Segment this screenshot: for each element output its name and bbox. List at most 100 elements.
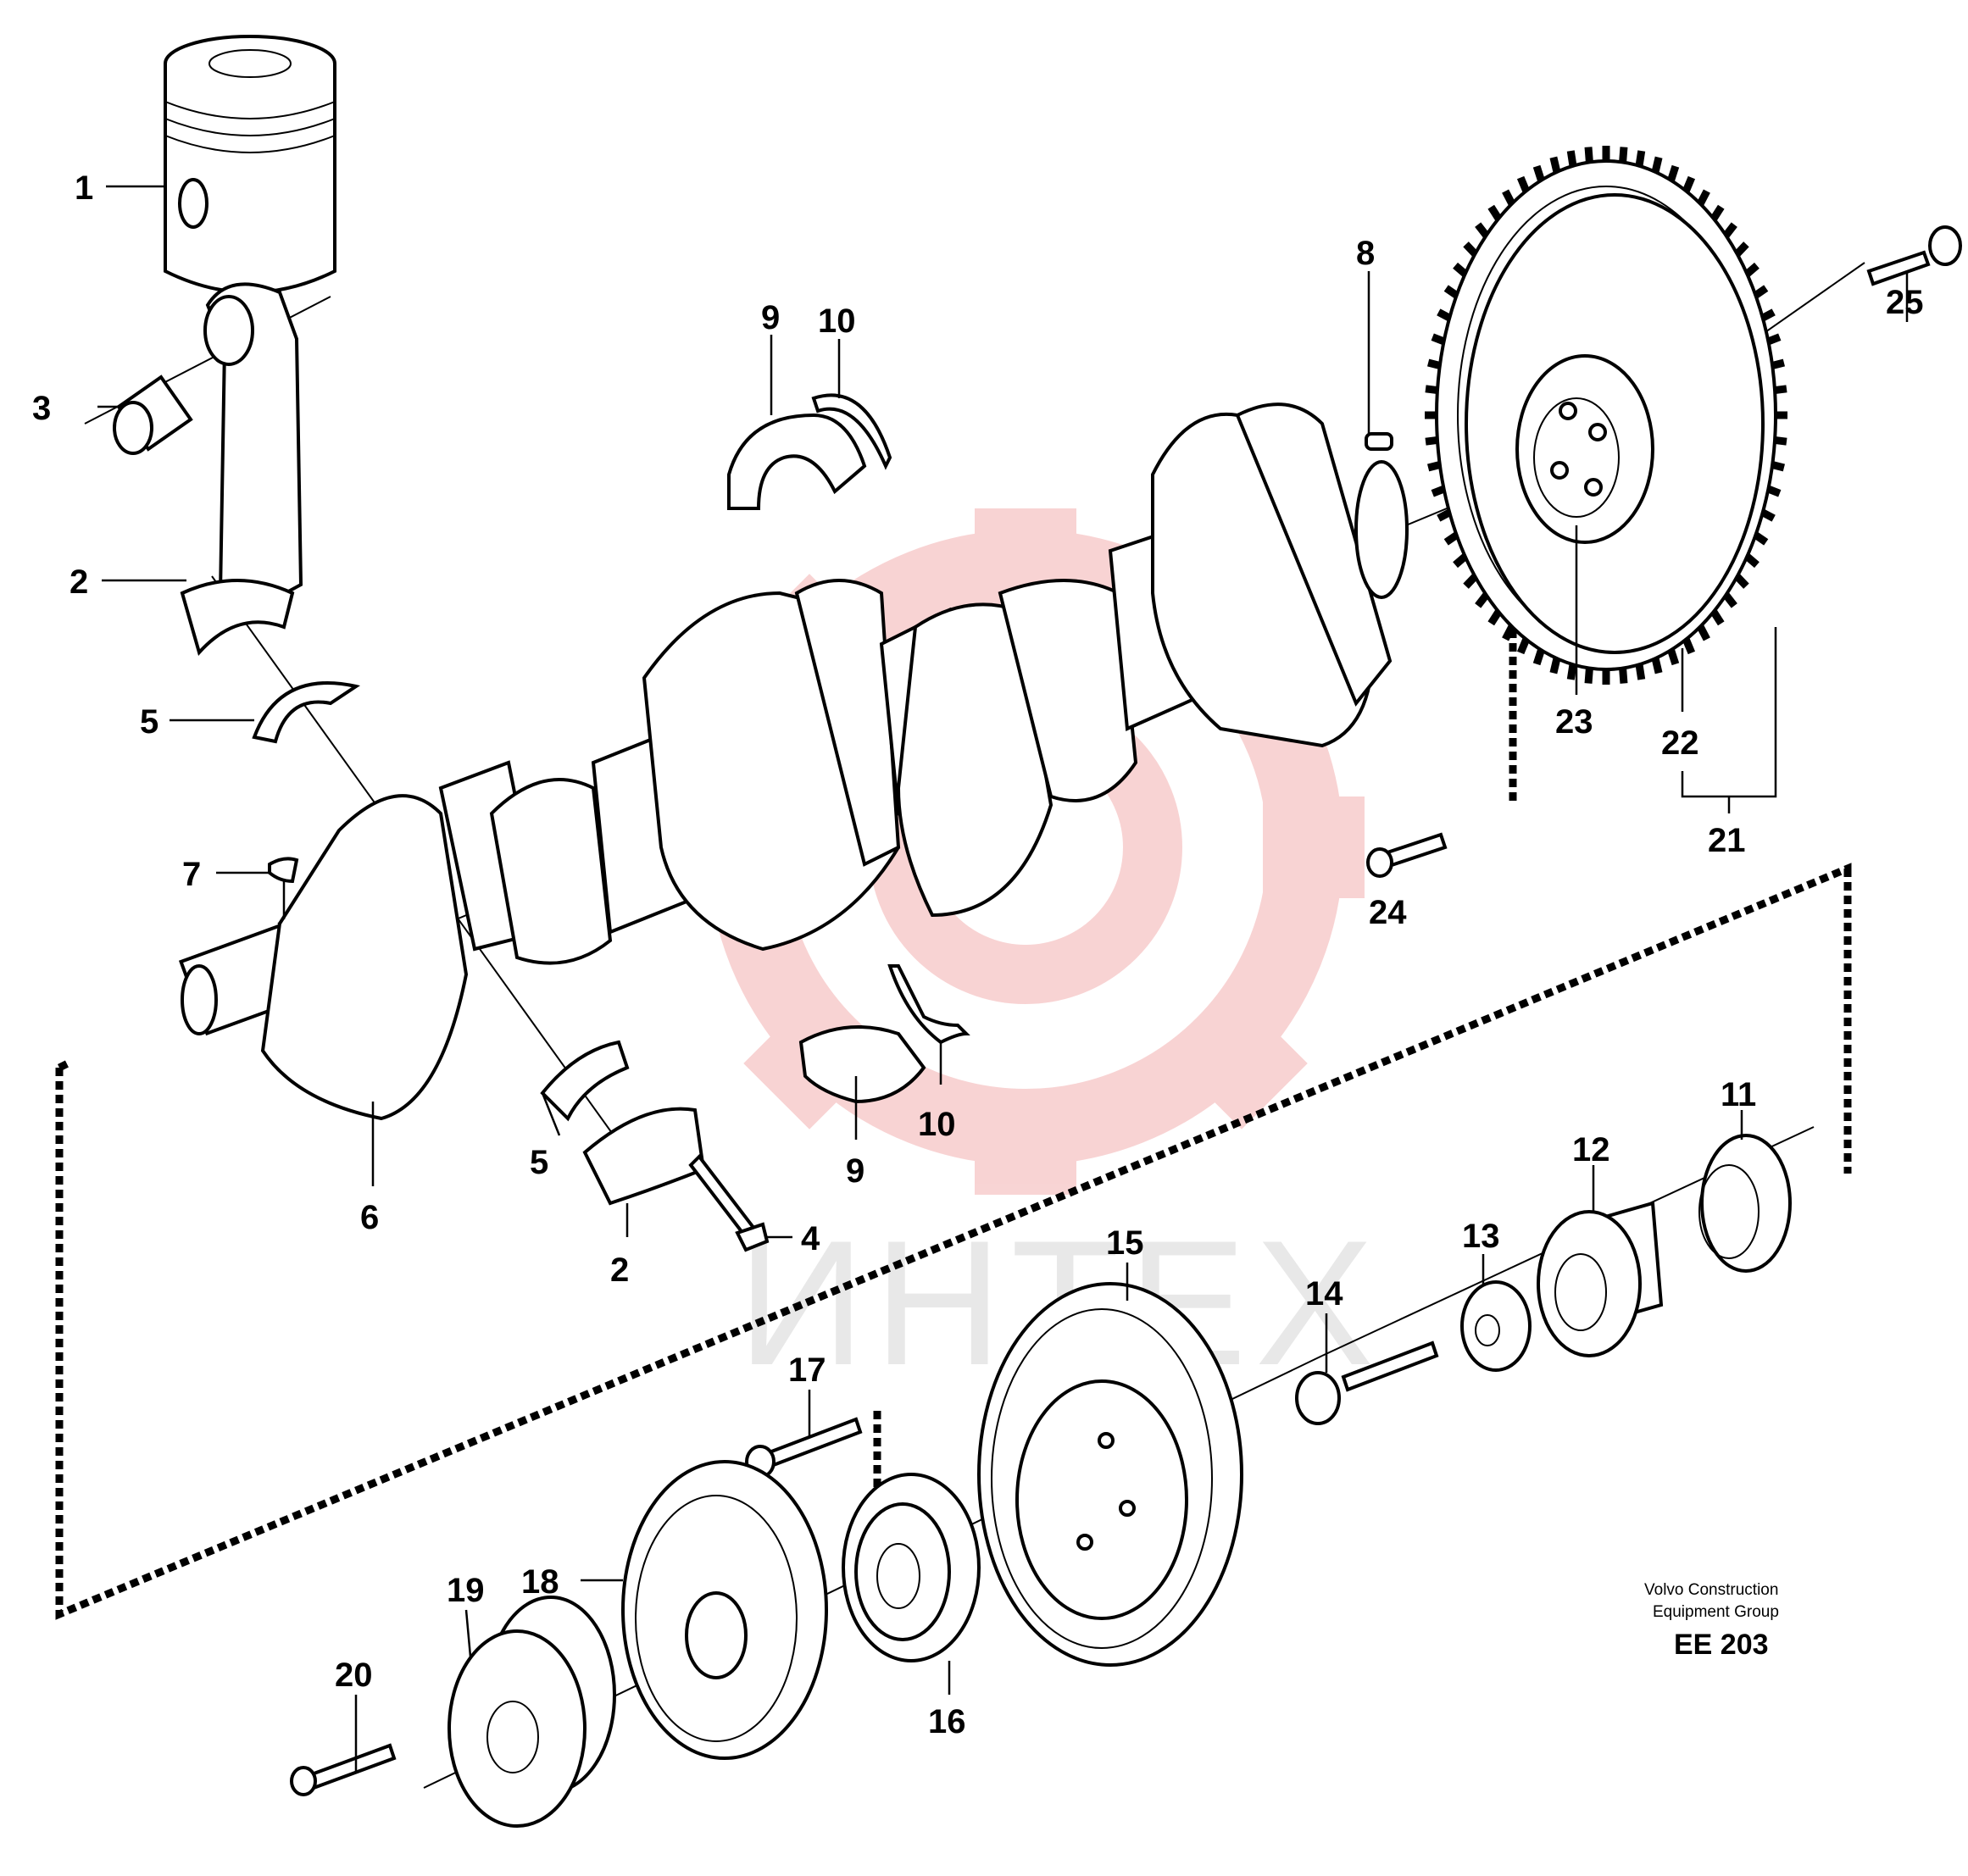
hub-bolt [745,1417,863,1479]
ring-gear-tooth [1431,485,1446,497]
callout-13: 13 [1462,1218,1500,1255]
washer [1460,1280,1532,1372]
crankshaft [178,402,1409,1121]
rod-bolt [688,1153,770,1252]
callout-10: 10 [918,1106,956,1143]
ring-gear-tooth [1532,648,1545,666]
ring-gear-tooth [1453,553,1468,569]
caption-block: Volvo Construction Equipment Group EE 20… [1644,1581,1779,1661]
ring-gear-tooth [1502,189,1515,206]
callout-19: 19 [447,1572,485,1609]
ring-gear-tooth [1463,574,1478,589]
ring-gear-tooth [1426,358,1441,369]
ring-gear-tooth [1487,609,1502,626]
crankshaft-center-bolt [1295,1340,1439,1425]
ring-gear-tooth [1502,624,1515,641]
ring-gear-tooth [1722,592,1737,608]
main-bearing-shell-lower [798,1025,926,1104]
ring-gear-tooth [1760,508,1776,522]
callout-7: 7 [182,856,201,893]
callout-18: 18 [521,1563,559,1601]
callout-12: 12 [1572,1131,1610,1168]
main-bearing-shell-upper [727,413,867,510]
ring-gear-tooth [1667,648,1680,666]
ring-gear-tooth [1651,156,1663,173]
vibration-damper [977,1282,1243,1667]
callout-8: 8 [1356,235,1375,272]
ring-gear-tooth [1426,461,1441,472]
big-end-bearing-shell-lower [540,1040,630,1122]
ring-gear-tooth [1425,385,1438,395]
ring-gear-tooth [1549,156,1561,173]
ring-gear-tooth [1753,531,1769,546]
pulley [621,1460,828,1760]
ring-gear-tooth [1516,175,1530,193]
callout-23: 23 [1555,703,1593,741]
ring-gear-tooth [1566,663,1577,680]
ring-gear-tooth [1774,436,1787,446]
callout-labels: 1 2 2 3 4 5 5 6 7 8 9 9 10 10 11 12 13 1… [32,169,1924,1740]
ring-gear-tooth [1475,592,1490,608]
ring-gear-tooth [1453,262,1468,277]
callout-4: 4 [801,1220,820,1257]
pulley-bolt [290,1743,397,1796]
ring-gear-tooth [1682,175,1696,193]
ring-gear-tooth [1760,308,1776,322]
callout-14: 14 [1305,1275,1343,1313]
ring-gear-tooth [1475,222,1490,238]
ring-gear-tooth [1682,637,1696,655]
ring-gear-tooth [1697,624,1710,641]
piston-pin-bushing [113,375,193,455]
ring-gear-tooth [1651,658,1663,674]
ring-gear-tooth [1532,164,1545,182]
callout-9: 9 [846,1152,864,1190]
dowel-pin [1365,432,1393,451]
callout-20: 20 [335,1657,373,1694]
callout-6: 6 [360,1199,379,1236]
ring-gear-tooth [1710,204,1725,221]
flywheel [1465,193,1765,654]
callout-1: 1 [75,169,93,207]
ring-gear-tooth [1443,285,1459,299]
ring-gear-tooth [1744,262,1760,277]
callout-10: 10 [818,302,856,340]
callout-25: 25 [1886,284,1924,321]
ring-gear-tooth [1744,553,1760,569]
ring-gear-tooth [1619,668,1628,684]
ring-gear-tooth [1635,150,1646,167]
callout-16: 16 [928,1703,966,1740]
callout-17: 17 [788,1351,826,1389]
ring-gear-tooth [1584,668,1593,684]
thrust-washer-lower [887,964,970,1045]
callout-3: 3 [32,390,51,427]
dashed-leader-flywheel-bolt [57,1059,70,1072]
callout-2: 2 [610,1252,629,1289]
flywheel-bolt [1366,832,1448,878]
ring-gear-tooth [1487,204,1502,221]
connecting-rod-cap [582,1107,706,1206]
thrust-washer-upper [811,393,892,470]
callout-2: 2 [69,563,88,601]
accessory-pulley [448,1596,616,1828]
callout-21: 21 [1708,822,1746,859]
ring-gear-tooth [1437,308,1452,322]
ring-gear-tooth [1697,189,1710,206]
woodruff-key [268,857,299,884]
ring-gear-tooth [1771,461,1786,472]
drawing-code: EE 203 [1674,1629,1769,1661]
ring-gear-tooth [1443,531,1459,546]
ring-gear-tooth [1566,150,1577,167]
ring-gear-tooth [1766,485,1782,497]
callout-11: 11 [1721,1076,1756,1113]
ring-gear-tooth [1463,241,1478,257]
ring-gear-tooth [1584,147,1593,163]
ring-gear-tooth [1437,508,1452,522]
callout-24: 24 [1369,894,1407,931]
ring-gear-bolt [1866,225,1962,286]
ring-gear-tooth [1431,333,1446,346]
ring-gear-tooth [1667,164,1680,182]
ring-gear-tooth [1549,658,1561,674]
callout-5: 5 [530,1144,548,1181]
connecting-rod [180,282,303,657]
